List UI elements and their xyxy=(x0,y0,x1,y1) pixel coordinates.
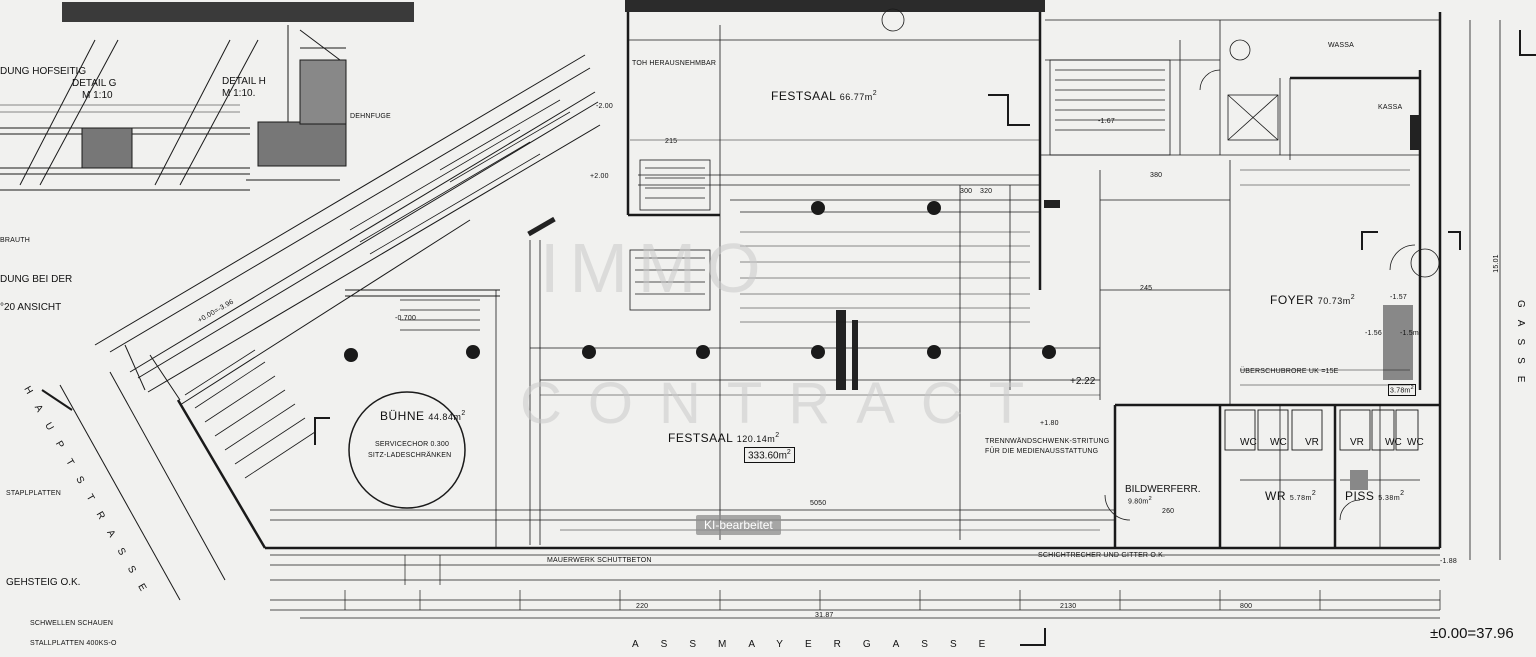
elevation-3: +2.22 xyxy=(1070,376,1096,387)
room-wc-3: WC xyxy=(1385,437,1402,448)
label-detail-h: DETAIL H xyxy=(222,76,266,87)
dimension-320: 320 xyxy=(980,188,993,195)
elevation-7: -1.88 xyxy=(1440,558,1457,565)
outer-walls xyxy=(265,12,1442,550)
columns xyxy=(344,201,1056,362)
diagonal-wall xyxy=(59,54,601,601)
dimension-2130: 2130 xyxy=(1060,603,1077,610)
label-detail-h-scale: M 1:10. xyxy=(222,88,256,99)
note-medienausstatt: FÜR DIE MEDIENAUSSTATTUNG xyxy=(985,448,1099,455)
stair-core xyxy=(400,59,1279,331)
room-kassa: KASSA xyxy=(1378,104,1403,111)
elevation-2: -1.67 xyxy=(1098,118,1115,125)
elevation-5: -1.57 xyxy=(1390,294,1407,301)
top-wall-band xyxy=(62,2,414,22)
watermark-line-2: CONTRACT xyxy=(520,371,1051,436)
note-ueberschubrore: ÜBERSCHUBRORE UK =15E xyxy=(1240,368,1339,375)
detail-h xyxy=(246,25,347,181)
room-vr-1: VR xyxy=(1305,437,1319,448)
dimension-300: 300 xyxy=(960,188,973,195)
stage-circle xyxy=(348,391,466,509)
note-trennwand: TRENNWÄNDSCHWENK-STRITUNG xyxy=(985,438,1110,445)
dimension-215: 215 xyxy=(665,138,678,145)
dimension-245: 245 xyxy=(1140,285,1153,292)
elevation-9: -2.00 xyxy=(596,103,613,110)
dimension-5050: 5050 xyxy=(810,500,827,507)
note-staplplatten: STAPLPLATTEN xyxy=(6,490,62,497)
label-ansicht: °20 ANSICHT xyxy=(0,302,62,313)
note-stallplatten: STALLPLATTEN 400KS-O xyxy=(30,640,117,647)
room-vr-2: VR xyxy=(1350,437,1364,448)
note-wassa: WASSA xyxy=(1328,42,1355,49)
section-markers xyxy=(41,30,1536,646)
dimension-total-length: 31.87 xyxy=(815,612,834,619)
label-brauth: BRAUTH xyxy=(0,237,30,244)
note-gehsteig: GEHSTEIG O.K. xyxy=(6,577,81,588)
structural-blocks xyxy=(527,115,1420,490)
door-swings xyxy=(881,8,1440,521)
dimension-260: 260 xyxy=(1162,508,1175,515)
watermark-line-1: IMMO xyxy=(540,229,771,307)
label-detail-g: DETAIL G xyxy=(72,78,117,89)
dimension-800: 800 xyxy=(1240,603,1253,610)
detail-g xyxy=(0,39,259,191)
elevation-1: -0.700 xyxy=(395,315,417,322)
diagonal-stairs xyxy=(184,99,571,479)
room-buehne: BÜHNE 44.84m2 xyxy=(380,409,466,423)
interior-lines xyxy=(270,19,1501,619)
street-name-right: GASSE xyxy=(1515,300,1526,395)
room-wc-4: WC xyxy=(1407,437,1424,448)
room-festsaal-main: FESTSAAL 120.14m2 xyxy=(668,431,780,445)
festsaal-total-area: 333.60m2 xyxy=(744,447,795,464)
dimension-380: 380 xyxy=(1150,172,1163,179)
dimension-total-width: 15.01 xyxy=(1492,254,1500,273)
dim-texture xyxy=(0,104,1410,531)
room-wr: WR 5.78m2 xyxy=(1265,489,1317,503)
top-right-band xyxy=(625,0,1045,12)
label-bei-der: DUNG BEI DER xyxy=(0,274,73,285)
base-elevation: ±0.00=37.96 xyxy=(1430,625,1514,642)
room-festsaal-top: FESTSAAL 66.77m2 xyxy=(771,89,878,103)
note-herausnehmbar: TOH HERAUSNEHMBAR xyxy=(632,60,717,67)
elevation-10: +1.80 xyxy=(1040,420,1059,427)
toilet-stalls xyxy=(1224,409,1419,451)
label-hofseitig: DUNG HOFSEITIG xyxy=(0,66,87,77)
dimension-ticks xyxy=(270,555,1441,611)
room-wc-1: WC xyxy=(1240,437,1257,448)
room-bildwerferr: BILDWERFERR. xyxy=(1125,484,1201,495)
room-piss: PISS 5.38m2 xyxy=(1345,489,1405,503)
room-wc-2: WC xyxy=(1270,437,1287,448)
elevation-8: +2.00 xyxy=(590,173,609,180)
elevation-6: -1.56 xyxy=(1365,330,1382,337)
note-mauerwerk: MAUERWERK SCHUTTBETON xyxy=(547,557,652,564)
small-area: 3.78m2 xyxy=(1388,384,1416,397)
note-schwellen: SCHWELLEN SCHAUEN xyxy=(30,620,114,627)
note-servicechor: SERVICECHOR 0.300 xyxy=(375,441,450,448)
dimension-220: 220 xyxy=(636,603,649,610)
note-schichtrecher: SCHICHTRECHER UND GITTER O.K. xyxy=(1038,552,1166,559)
elevation-11: -1.5m xyxy=(1400,330,1419,337)
room-foyer: FOYER 70.73m2 xyxy=(1270,293,1356,307)
room-bildwerferr-area: 9.80m2 xyxy=(1128,496,1152,506)
street-name-bottom: ASSMAYERGASSE xyxy=(632,639,1008,650)
label-detail-g-scale: M 1:10 xyxy=(82,90,113,101)
ai-edited-badge: KI-bearbeitet xyxy=(696,515,781,535)
label-dehnfuge: DEHNFUGE xyxy=(350,113,391,120)
note-sitzladen: SITZ-LADESCHRÄNKEN xyxy=(368,452,452,459)
